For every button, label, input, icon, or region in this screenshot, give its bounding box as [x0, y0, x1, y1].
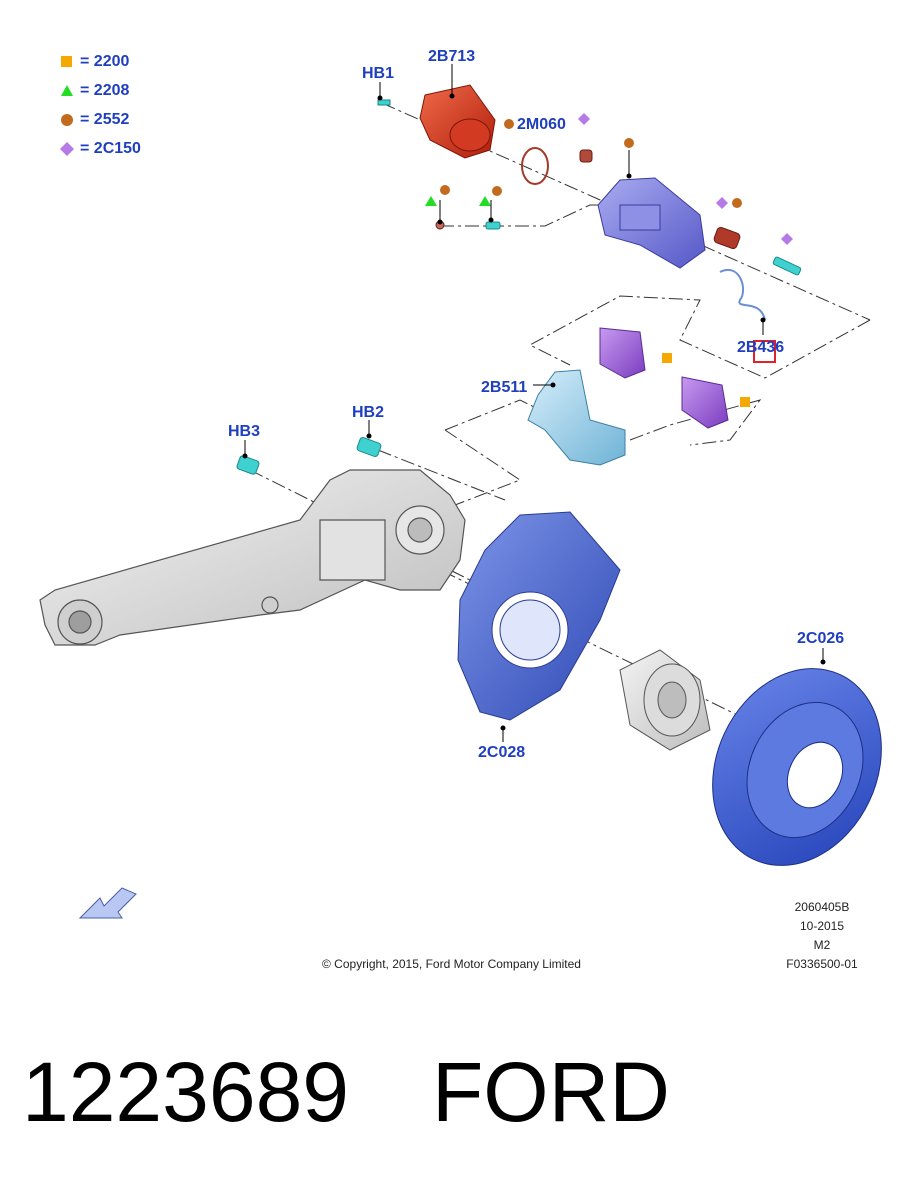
brand-name: FORD — [432, 1045, 670, 1139]
highlight-box — [753, 340, 776, 363]
square-marker-icon — [61, 56, 72, 67]
callout-hb1: HB1 — [362, 65, 394, 82]
legend-item-2208: = 2208 — [60, 81, 129, 101]
legend-label: = 2552 — [80, 111, 130, 128]
wheel-hub — [619, 649, 711, 751]
brake-pads — [599, 327, 729, 429]
caliper-motor — [419, 84, 496, 159]
leader-lines — [242, 64, 826, 742]
caliper-bracket — [527, 369, 626, 466]
legend-label: = 2C150 — [80, 140, 141, 157]
o-ring — [521, 147, 549, 185]
callout-hb3: HB3 — [228, 423, 260, 440]
brake-hose — [719, 268, 766, 321]
callout-2b511: 2B511 — [481, 379, 527, 396]
callout-2m060: 2M060 — [517, 116, 566, 133]
callout-2c026: 2C026 — [797, 630, 844, 647]
diagram-date: 10-2015 — [799, 919, 845, 933]
diagram-reference: F0336500-01 — [786, 957, 858, 971]
callout-2c028: 2C028 — [478, 744, 525, 761]
brake-caliper — [597, 177, 706, 269]
diamond-marker-icon — [60, 142, 74, 156]
brake-shield — [457, 511, 621, 721]
bolts — [236, 99, 802, 475]
direction-arrow-icon — [78, 887, 137, 919]
legend-label: = 2208 — [80, 82, 130, 99]
part-markers — [425, 113, 793, 407]
diagram-variant: M2 — [813, 938, 831, 952]
legend-label: = 2200 — [80, 53, 130, 70]
legend-item-2c150: = 2C150 — [60, 139, 141, 159]
brake-disc — [712, 668, 882, 866]
copyright-notice: © Copyright, 2015, Ford Motor Company Li… — [322, 957, 581, 971]
diagram-code: 2060405B — [794, 900, 850, 914]
circle-marker-icon — [61, 114, 73, 126]
callout-2b713: 2B713 — [428, 48, 475, 65]
caliper-fittings — [435, 149, 741, 249]
triangle-marker-icon — [61, 85, 73, 96]
callout-hb2: HB2 — [352, 404, 384, 421]
legend-item-2552: = 2552 — [60, 110, 129, 130]
legend-item-2200: = 2200 — [60, 52, 129, 72]
part-number: 1223689 — [22, 1045, 350, 1139]
callout-2b436: 2B436 — [737, 339, 784, 356]
rear-knuckle-arm — [39, 469, 466, 646]
